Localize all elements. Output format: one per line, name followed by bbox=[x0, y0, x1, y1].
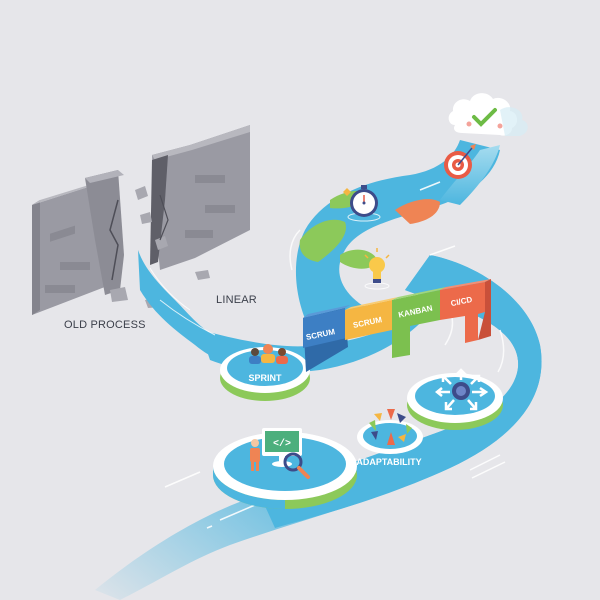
code-monitor-icon: </> bbox=[262, 428, 302, 467]
developer-figure bbox=[250, 439, 260, 471]
broken-wall bbox=[32, 125, 250, 317]
cloud-check-icon bbox=[448, 93, 528, 136]
block-cicd: CI/CD bbox=[440, 279, 491, 343]
svg-text:CI/CD: CI/CD bbox=[450, 295, 473, 308]
block-scrum-blue: SCRUM bbox=[303, 305, 350, 372]
linear-label: LINEAR bbox=[216, 294, 257, 306]
magnifier-icon bbox=[283, 452, 310, 479]
scaling-platform bbox=[407, 368, 503, 430]
old-process-label: OLD PROCESS bbox=[64, 319, 146, 331]
dev-platform: </> bbox=[213, 428, 357, 509]
team-icon bbox=[249, 344, 288, 364]
cycle-arrows-icon bbox=[369, 409, 412, 445]
stopwatch-icon bbox=[343, 185, 381, 222]
block-scrum-yellow: SCRUM bbox=[345, 297, 398, 340]
adaptability-platform: ADAPTABILITY bbox=[356, 409, 423, 467]
adaptability-label: ADAPTABILITY bbox=[356, 457, 421, 467]
lightbulb-icon bbox=[364, 248, 390, 290]
sprint-label: SPRINT bbox=[248, 373, 282, 383]
method-blocks: SCRUM SCRUM KANBAN CI/CD bbox=[303, 279, 491, 372]
block-kanban: KANBAN bbox=[392, 287, 446, 358]
svg-text:</>: </> bbox=[273, 438, 291, 450]
sprint-platform: SPRINT bbox=[220, 344, 310, 401]
target-icon bbox=[444, 144, 476, 179]
expand-arrows-icon bbox=[434, 368, 489, 411]
